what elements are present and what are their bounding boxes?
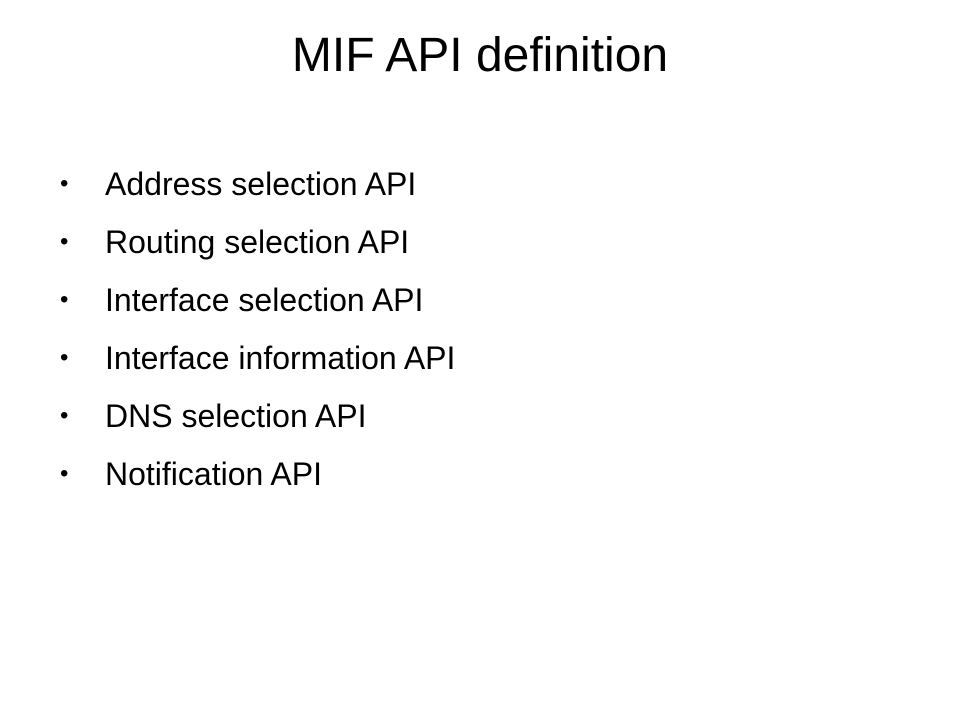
bullet-text: DNS selection API xyxy=(105,398,367,434)
bullet-dot-icon: • xyxy=(60,286,69,313)
bullet-item-dns-selection: • DNS selection API xyxy=(60,392,455,440)
bullet-dot-icon: • xyxy=(60,402,69,429)
bullet-item-routing-selection: • Routing selection API xyxy=(60,218,455,266)
bullet-text: Interface selection API xyxy=(105,282,424,318)
bullet-item-interface-selection: • Interface selection API xyxy=(60,276,455,324)
bullet-dot-icon: • xyxy=(60,460,69,487)
bullet-text: Routing selection API xyxy=(105,224,410,260)
bullet-text: Interface information API xyxy=(105,340,456,376)
bullet-item-address-selection: • Address selection API xyxy=(60,160,455,208)
bullet-text: Notification API xyxy=(105,456,322,492)
bullet-dot-icon: • xyxy=(60,344,69,371)
slide-title: MIF API definition xyxy=(291,29,669,82)
bullet-item-notification: • Notification API xyxy=(60,450,455,498)
bullet-text: Address selection API xyxy=(105,166,417,202)
bullet-dot-icon: • xyxy=(60,228,69,255)
bullet-list: • Address selection API • Routing select… xyxy=(60,160,455,508)
bullet-dot-icon: • xyxy=(60,170,69,197)
bullet-item-interface-information: • Interface information API xyxy=(60,334,455,382)
